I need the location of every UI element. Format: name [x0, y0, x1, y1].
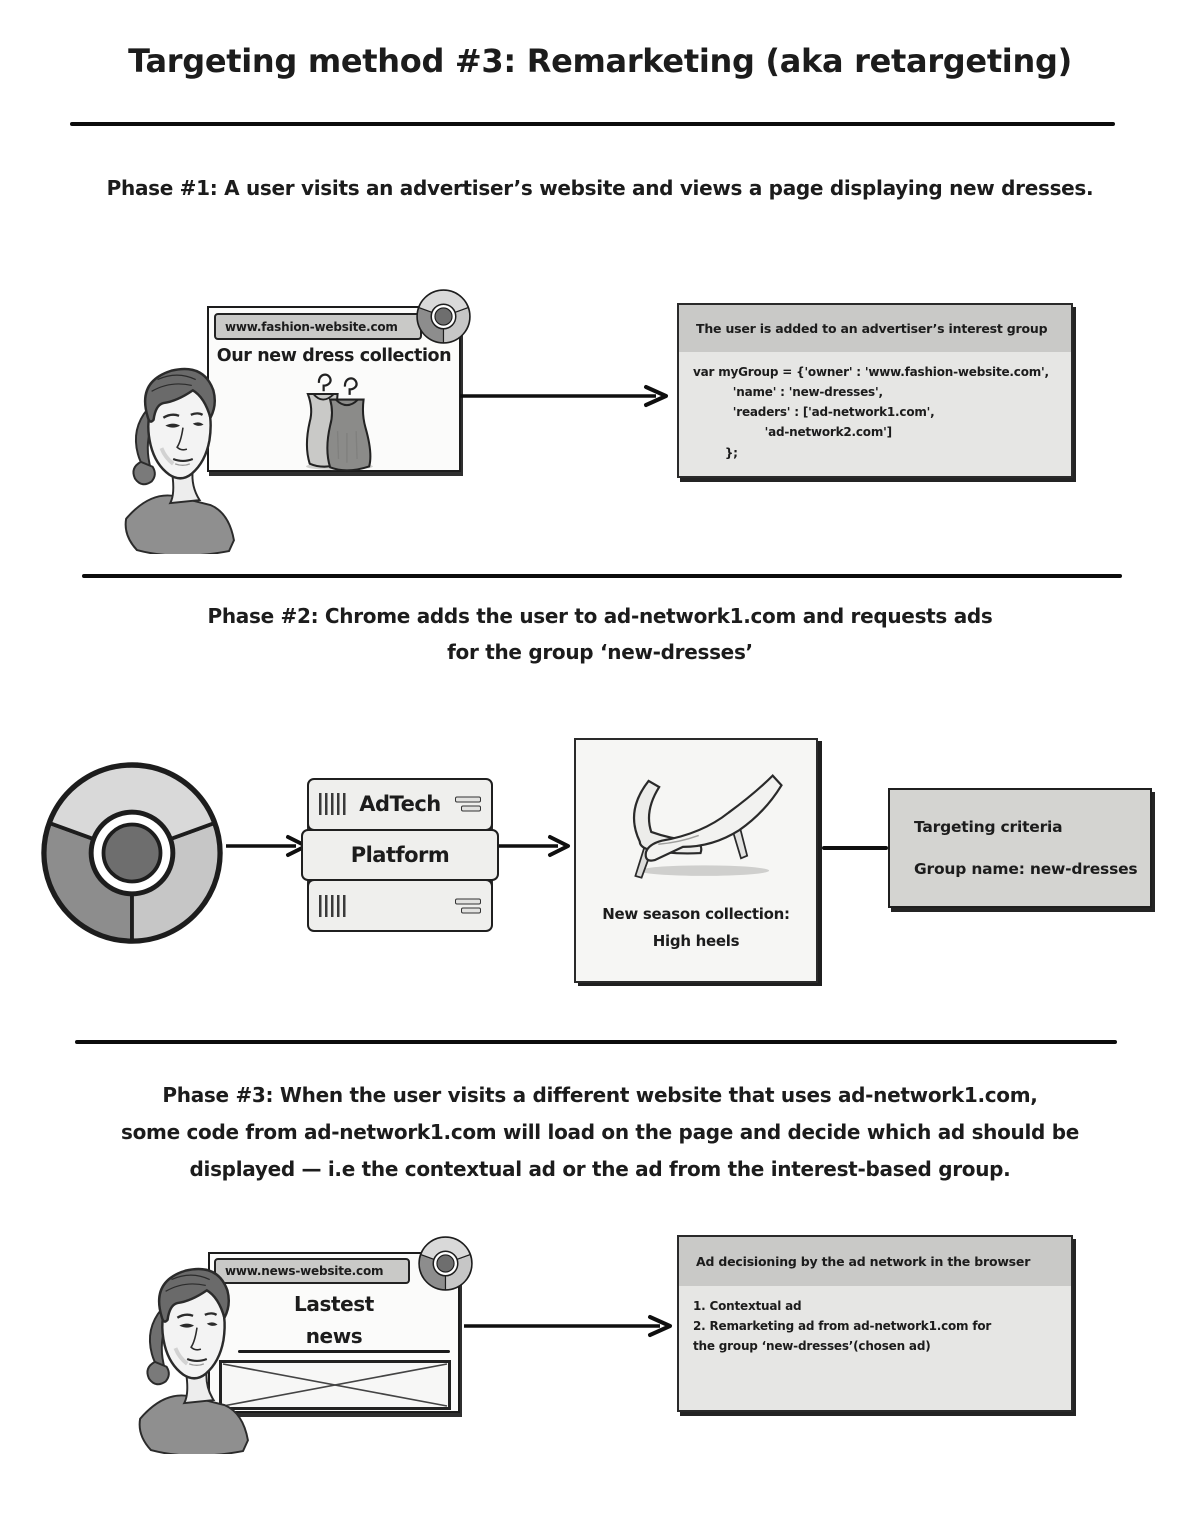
- page-title: Targeting method #3: Remarketing (aka re…: [128, 42, 1072, 80]
- ad-caption-line2: High heels: [652, 932, 740, 950]
- user-sketch-phase1: [118, 358, 246, 554]
- dresses-illustration: [305, 373, 373, 472]
- server-row-middle: Platform: [301, 828, 499, 882]
- targeting-criteria-box: Targeting criteria Group name: new-dress…: [888, 788, 1152, 908]
- targeting-line1: Targeting criteria: [914, 818, 1063, 836]
- fashion-url: www.fashion-website.com: [225, 319, 398, 334]
- fashion-headline: Our new dress collection: [216, 346, 452, 366]
- chrome-icon: [37, 758, 227, 948]
- headline-underline: [238, 1350, 450, 1353]
- fashion-address-bar: www.fashion-website.com: [214, 313, 422, 340]
- ad-placeholder-icon: [219, 1360, 451, 1410]
- phase3-heading-line2: some code from ad-network1.com will load…: [120, 1120, 1080, 1144]
- title-divider: [70, 122, 1115, 126]
- news-address-bar: www.news-website.com: [214, 1258, 410, 1284]
- interest-group-header: The user is added to an advertiser’s int…: [679, 305, 1071, 352]
- phase2-heading-line2: for the group ‘new-dresses’: [447, 640, 753, 664]
- drive-bay-icon: [455, 898, 481, 914]
- drive-bay-icon: [455, 796, 481, 812]
- arrow-to-interest-box: [460, 385, 668, 407]
- user-sketch-phase3: [132, 1258, 260, 1454]
- news-headline-line1: Lastest: [294, 1292, 374, 1316]
- arrow-chrome-to-adtech: [226, 835, 308, 857]
- server-row-bottom: [307, 879, 493, 933]
- heels-illustration: [633, 774, 783, 879]
- ad-caption-line1: New season collection:: [602, 905, 790, 923]
- ad-decisioning-body: 1. Contextual ad 2. Remarketing ad from …: [693, 1299, 992, 1354]
- news-headline-line2: news: [305, 1324, 363, 1348]
- ad-caption: New season collection: High heels: [576, 901, 816, 955]
- chrome-icon: [415, 288, 472, 345]
- arrow-to-decision-box: [464, 1315, 672, 1337]
- phase2-heading-line1: Phase #2: Chrome adds the user to ad-net…: [207, 604, 993, 628]
- ad-decisioning-header: Ad decisioning by the ad network in the …: [679, 1237, 1071, 1286]
- targeting-line2: Group name: new-dresses: [914, 860, 1138, 878]
- server-row-top: AdTech: [307, 778, 493, 831]
- interest-group-box: The user is added to an advertiser’s int…: [677, 303, 1073, 478]
- server-vents-icon: [319, 793, 349, 816]
- fashion-browser-window: www.fashion-website.com Our new dress co…: [207, 306, 461, 472]
- adtech-server-stack: AdTech Platform: [301, 778, 499, 933]
- ad-decisioning-box: Ad decisioning by the ad network in the …: [677, 1235, 1073, 1412]
- interest-group-code: var myGroup = {'owner' : 'www.fashion-we…: [693, 365, 1049, 460]
- server-vents-icon: [319, 894, 349, 917]
- server-label-adtech: AdTech: [359, 792, 441, 817]
- server-label-platform: Platform: [350, 843, 450, 867]
- ad-creative-box: New season collection: High heels: [574, 738, 818, 983]
- phase3-heading-line3: displayed — i.e the contextual ad or the…: [189, 1157, 1011, 1181]
- news-browser-window: www.news-website.com Lastest news: [208, 1252, 460, 1413]
- arrow-adtech-to-ad: [494, 835, 570, 857]
- news-url: www.news-website.com: [225, 1264, 384, 1278]
- phase3-divider: [75, 1040, 1117, 1044]
- chrome-icon: [417, 1235, 474, 1292]
- phase1-heading: Phase #1: A user visits an advertiser’s …: [106, 176, 1094, 200]
- connector-ad-to-targeting: [822, 846, 888, 850]
- phase3-heading-line1: Phase #3: When the user visits a differe…: [162, 1083, 1038, 1107]
- phase2-divider: [82, 574, 1122, 578]
